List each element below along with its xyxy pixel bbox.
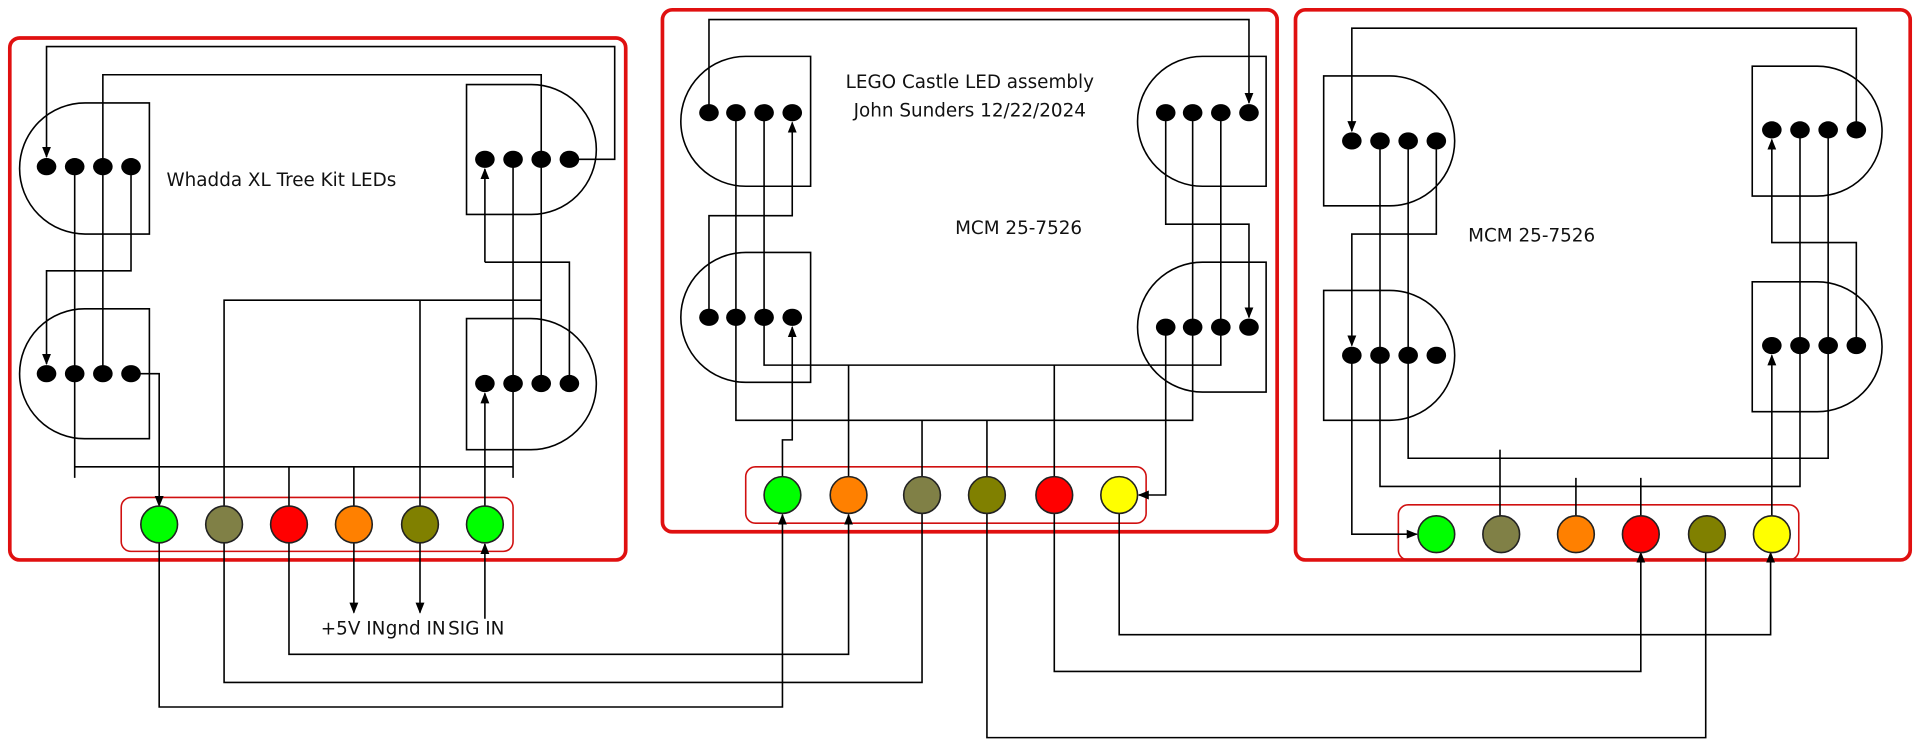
led-module-outline: [680, 251, 812, 384]
led-pad: [36, 365, 57, 383]
wire: [223, 513, 923, 684]
led-module-outline: [1136, 261, 1267, 393]
connector-led-orange: [1556, 515, 1596, 554]
wire: [708, 121, 797, 318]
panel-3-part-number: MCM 25-7526: [1468, 225, 1595, 246]
panel-1-title: Whadda XL Tree Kit LEDs: [167, 170, 397, 191]
wire: [1164, 112, 1254, 319]
wire: [102, 73, 543, 384]
connector-led-green: [763, 475, 802, 515]
led-pad: [1426, 346, 1447, 364]
wire: [288, 513, 854, 656]
wire: [763, 112, 1222, 366]
led-pad: [782, 104, 803, 122]
led-pad: [1239, 318, 1259, 336]
led-module-outline: [18, 307, 151, 440]
input-label-gnd: gnd IN: [386, 619, 446, 640]
led-module-outline: [18, 102, 151, 235]
led-module-outline: [1322, 289, 1456, 422]
led-module-outline: [1322, 75, 1456, 207]
connector-box-2: [744, 466, 1147, 524]
connector-box-1: [120, 496, 514, 553]
wire: [708, 18, 1254, 113]
wire: [131, 372, 164, 508]
led-pad: [475, 374, 495, 393]
connector-led-red: [269, 505, 309, 544]
wire: [158, 513, 787, 708]
connector-led-red: [1621, 515, 1660, 554]
wire: [1118, 513, 1776, 636]
connector-led-olive-light: [902, 475, 942, 515]
wire: [1347, 27, 1858, 133]
led-module-outline: [1751, 281, 1883, 413]
connector-led-green: [140, 505, 179, 544]
led-pad: [782, 308, 803, 326]
panel-lego-castle-2: [1293, 7, 1913, 562]
panel-lego-castle-1: [660, 7, 1279, 534]
led-pad: [1762, 121, 1782, 139]
connector-box-3: [1397, 504, 1800, 561]
led-module-outline: [1751, 65, 1883, 197]
input-label-sig: SIG IN: [448, 619, 504, 640]
led-pad: [36, 158, 57, 176]
connector-led-yellow: [1752, 515, 1791, 554]
panel-whadda-tree-kit: [7, 36, 628, 562]
wire: [1379, 129, 1801, 488]
wire: [1137, 327, 1167, 500]
connector-led-olive-light: [1482, 515, 1521, 554]
panel-2-author-date: John Sunders 12/22/2024: [853, 100, 1086, 121]
connector-led-green: [1417, 515, 1456, 554]
panel-2-part-number: MCM 25-7526: [955, 218, 1082, 239]
connector-led-green: [465, 505, 505, 544]
input-label-5v: +5V IN: [321, 619, 386, 640]
led-pad: [1342, 132, 1362, 150]
wire: [42, 45, 616, 161]
wire: [1407, 129, 1829, 460]
connector-led-olive: [1687, 515, 1727, 554]
panel-2-title: LEGO Castle LED assembly: [846, 72, 1094, 93]
connector-led-orange: [334, 505, 374, 544]
led-pad: [1762, 336, 1782, 355]
wire: [1347, 140, 1438, 347]
connector-led-orange: [829, 475, 868, 515]
led-module-outline: [1136, 55, 1267, 188]
wire: [42, 166, 132, 366]
wire: [1053, 513, 1646, 673]
connector-led-red: [1035, 475, 1074, 515]
wire: [223, 299, 542, 507]
led-module-outline: [465, 83, 598, 216]
connector-led-yellow: [1100, 475, 1139, 515]
wire: [484, 261, 571, 384]
wire: [1767, 138, 1858, 346]
connector-led-olive: [967, 475, 1007, 515]
connector-led-olive: [400, 505, 440, 544]
led-pad: [1239, 104, 1259, 122]
led-module-outline: [465, 317, 598, 451]
wire: [986, 495, 1707, 739]
connector-led-olive-light: [204, 505, 244, 544]
wire: [781, 326, 797, 477]
wire: [1351, 355, 1418, 539]
wire: [735, 112, 1194, 422]
led-pad: [475, 150, 495, 168]
led-module-outline: [680, 55, 812, 188]
